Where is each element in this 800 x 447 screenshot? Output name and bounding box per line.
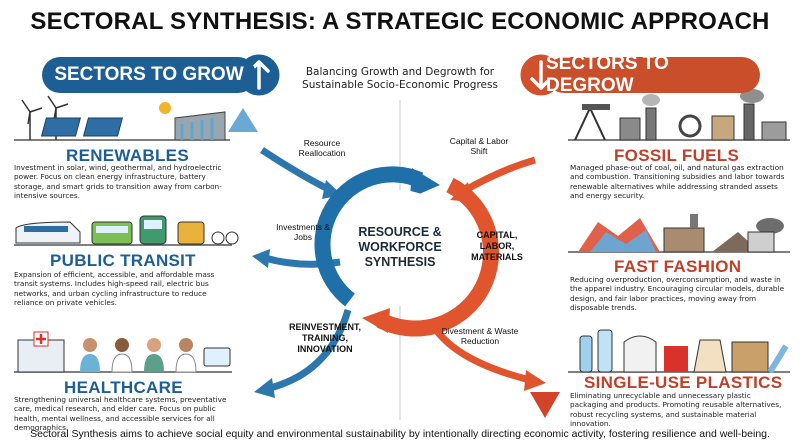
label-investments-jobs: Investments & Jobs	[276, 222, 330, 242]
fast-fashion-illustration	[568, 214, 790, 253]
degrow-banner: SECTORS TO DEGROW	[546, 53, 760, 96]
sector-title-public-transit: PUBLIC TRANSIT	[50, 251, 196, 270]
fossil-fuels-illustration	[568, 89, 790, 141]
subtitle: Balancing Growth and Degrowth for Sustai…	[302, 66, 498, 91]
sector-desc-renewables: Investment in solar, wind, geothermal, a…	[14, 163, 222, 200]
grow-banner: SECTORS TO GROW	[42, 57, 256, 93]
public-transit-illustration	[14, 215, 239, 246]
sector-desc-public-transit: Expansion of efficient, accessible, and …	[14, 270, 215, 307]
sector-title-fast-fashion: FAST FASHION	[614, 257, 742, 276]
page-title: SECTORAL SYNTHESIS: A STRATEGIC ECONOMIC…	[30, 8, 770, 35]
sector-desc-fossil-fuels: Managed phase-out of coal, oil, and natu…	[570, 163, 785, 200]
sector-desc-healthcare: Strengthening universal healthcare syste…	[14, 395, 227, 432]
sector-desc-fast-fashion: Reducing overproduction, overconsumption…	[570, 275, 785, 312]
label-resource-reallocation: Resource Reallocation	[298, 138, 346, 158]
label-reinvestment: REINVESTMENT, TRAINING, INNOVATION	[288, 322, 361, 354]
grow-vertical-arrows	[228, 108, 258, 428]
footer-text: Sectoral Synthesis aims to achieve socia…	[30, 428, 770, 440]
label-capital-labor-materials: CAPITAL, LABOR, MATERIALS	[471, 230, 523, 262]
synthesis-center-label: RESOURCE & WORKFORCE SYNTHESIS	[358, 225, 442, 269]
synthesis-cycle	[314, 166, 499, 337]
renewables-illustration	[14, 95, 230, 141]
sector-title-fossil-fuels: FOSSIL FUELS	[614, 146, 740, 165]
label-capital-labor-shift: Capital & Labor Shift	[449, 136, 509, 156]
degrow-vertical-arrows	[530, 100, 560, 418]
sector-title-single-use-plastics: SINGLE-USE PLASTICS	[584, 373, 783, 392]
sector-desc-single-use-plastics: Eliminating unrecyclable and unnecessary…	[570, 391, 782, 428]
label-divestment: Divestment & Waste Reduction	[441, 326, 519, 346]
sector-title-renewables: RENEWABLES	[66, 146, 189, 165]
healthcare-illustration	[14, 331, 232, 373]
single-use-plastics-illustration	[568, 329, 790, 374]
flow-arrow-reinvestment	[254, 309, 352, 398]
sector-title-healthcare: HEALTHCARE	[64, 378, 183, 397]
